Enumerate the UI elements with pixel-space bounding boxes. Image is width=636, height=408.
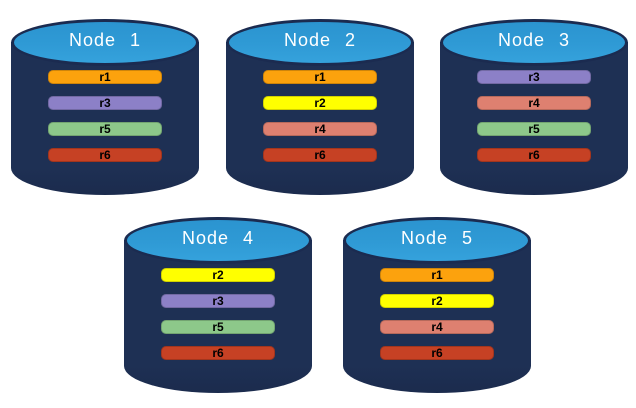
database-cylinder-body [440,42,628,195]
replica-label: r4 [314,122,326,136]
replica-label: r5 [99,122,111,136]
database-cylinder-top: Node 5 [343,217,531,264]
replica-label: r6 [528,148,540,162]
node-title: Node 3 [497,30,571,50]
replica-label: r5 [528,122,540,136]
replica-bar-r4: r4 [380,320,494,334]
replica-label: r2 [431,294,443,308]
replica-list: r1 r3 r5 r6 [48,70,162,174]
replica-label: r2 [212,268,224,282]
replica-bar-r4: r4 [263,122,377,136]
replica-label: r1 [431,268,443,282]
replica-bar-r1: r1 [263,70,377,84]
node-3: Node 3 r3 r4 r5 r6 [440,19,628,197]
replica-label: r6 [431,346,443,360]
replica-bar-r6: r6 [48,148,162,162]
replica-bar-r2: r2 [380,294,494,308]
node-title: Node 4 [181,228,255,248]
node-title: Node 5 [400,228,474,248]
replica-bar-r2: r2 [161,268,275,282]
replica-bar-r6: r6 [380,346,494,360]
replica-bar-r4: r4 [477,96,591,110]
replica-label: r4 [431,320,443,334]
database-cylinder-body [11,42,199,195]
replica-label: r6 [212,346,224,360]
replica-label: r3 [99,96,111,110]
replica-label: r3 [212,294,224,308]
replica-label: r4 [528,96,540,110]
database-cylinder-body [124,240,312,393]
replica-bar-r6: r6 [263,148,377,162]
node-5: Node 5 r1 r2 r4 r6 [343,217,531,395]
replica-bar-r5: r5 [477,122,591,136]
database-cylinder-body [226,42,414,195]
replica-bar-r1: r1 [48,70,162,84]
replica-bar-r6: r6 [161,346,275,360]
replica-label: r2 [314,96,326,110]
replica-bar-r3: r3 [161,294,275,308]
replica-label: r5 [212,320,224,334]
database-cylinder-top: Node 1 [11,19,199,66]
replica-label: r3 [528,70,540,84]
node-title: Node 2 [283,30,357,50]
database-cylinder-top: Node 2 [226,19,414,66]
node-title: Node 1 [68,30,142,50]
replica-list: r1 r2 r4 r6 [263,70,377,174]
replica-bar-r6: r6 [477,148,591,162]
database-cylinder-body [343,240,531,393]
replica-bar-r5: r5 [161,320,275,334]
replica-label: r6 [99,148,111,162]
replica-label: r1 [99,70,111,84]
database-cylinder-top: Node 3 [440,19,628,66]
replica-label: r1 [314,70,326,84]
replica-bar-r1: r1 [380,268,494,282]
replica-list: r2 r3 r5 r6 [161,268,275,372]
replica-bar-r2: r2 [263,96,377,110]
replica-list: r1 r2 r4 r6 [380,268,494,372]
node-4: Node 4 r2 r3 r5 r6 [124,217,312,395]
replica-bar-r5: r5 [48,122,162,136]
node-2: Node 2 r1 r2 r4 r6 [226,19,414,197]
replica-bar-r3: r3 [477,70,591,84]
database-cylinder-top: Node 4 [124,217,312,264]
node-1: Node 1 r1 r3 r5 r6 [11,19,199,197]
replica-label: r6 [314,148,326,162]
replica-bar-r3: r3 [48,96,162,110]
replica-list: r3 r4 r5 r6 [477,70,591,174]
